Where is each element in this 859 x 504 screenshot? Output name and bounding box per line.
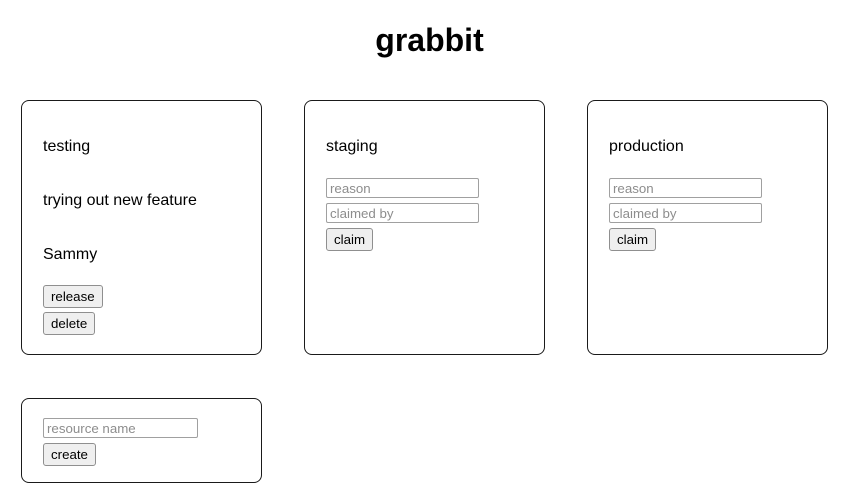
resource-name-label: staging: [326, 138, 378, 155]
claim-button[interactable]: claim: [609, 228, 657, 251]
resource-card-body: staging claim: [326, 138, 523, 251]
resource-card-production: production claim: [587, 100, 828, 355]
resource-actions: release delete: [43, 285, 240, 335]
resource-card-staging: staging claim: [304, 100, 545, 355]
claim-form: claim: [326, 178, 523, 251]
claimed-by-input[interactable]: [609, 203, 762, 223]
page-title: grabbit: [375, 22, 484, 58]
resource-name-input[interactable]: [43, 418, 198, 438]
release-button[interactable]: release: [43, 285, 103, 308]
delete-button[interactable]: delete: [43, 312, 96, 335]
create-button[interactable]: create: [43, 443, 96, 466]
resource-cards-row: testing trying out new feature Sammy rel…: [21, 100, 828, 355]
resource-card-body: production claim: [609, 138, 806, 251]
resource-name-label: production: [609, 138, 684, 155]
claim-button[interactable]: claim: [326, 228, 374, 251]
reason-input[interactable]: [326, 178, 479, 198]
resource-reason-text: trying out new feature: [43, 192, 197, 209]
reason-input[interactable]: [609, 178, 762, 198]
resource-card-testing: testing trying out new feature Sammy rel…: [21, 100, 262, 355]
claim-form: claim: [609, 178, 806, 251]
create-resource-card: create: [21, 398, 262, 483]
create-resource-form: create: [43, 418, 198, 466]
claimed-by-input[interactable]: [326, 203, 479, 223]
resource-claimed-by-text: Sammy: [43, 246, 98, 263]
resource-card-body: testing trying out new feature Sammy rel…: [43, 138, 240, 335]
resource-name-label: testing: [43, 138, 91, 155]
